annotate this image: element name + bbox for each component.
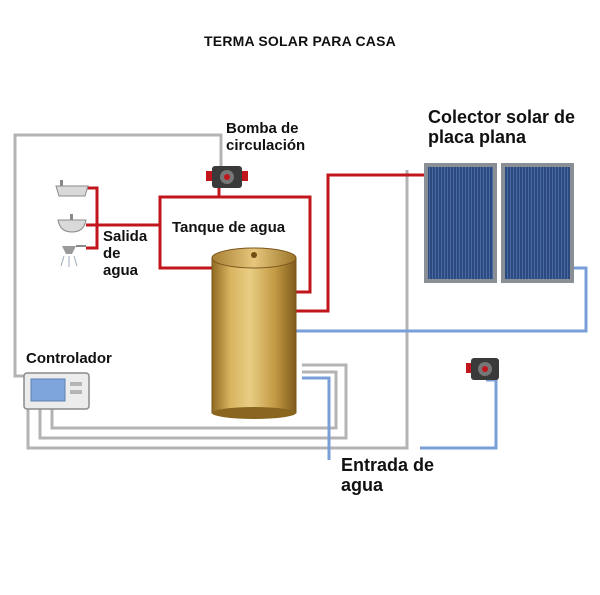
shower-icon [60,245,86,267]
water-tank [211,247,297,419]
hot-water-pipes [86,173,428,313]
controller-icon [23,372,90,410]
circulation-pump-label: Bomba de circulación [226,120,306,155]
collector-pump-icon [466,358,499,380]
water-inlet-label-line: agua [341,475,384,496]
water-outlet-label: Salida de agua [103,228,148,279]
water-inlet-label: Entrada de agua [341,455,434,495]
bathtub-icon [55,180,89,197]
diagram-title: TERMA SOLAR PARA CASA [204,33,396,49]
circulation-pump-label-line: circulación [226,136,306,154]
sink-icon [57,214,87,233]
water-inlet-label-line: Entrada de [341,455,435,475]
water-outlet-label-line: agua [103,261,139,279]
controller-label: Controlador [26,350,112,367]
collector-label-line: Colector solar de [428,107,576,127]
circulation-pump-icon [206,166,248,188]
water-outlet-label-line: de [103,244,121,262]
circulation-pump-label-line: Bomba de [226,120,299,137]
solar-collector [424,163,574,283]
collector-label-line: placa plana [428,127,527,148]
tank-label: Tanque de agua [172,219,286,236]
collector-label: Colector solar de placa plana [428,107,575,147]
water-outlet-label-line: Salida [103,228,148,245]
control-wiring [13,133,409,450]
